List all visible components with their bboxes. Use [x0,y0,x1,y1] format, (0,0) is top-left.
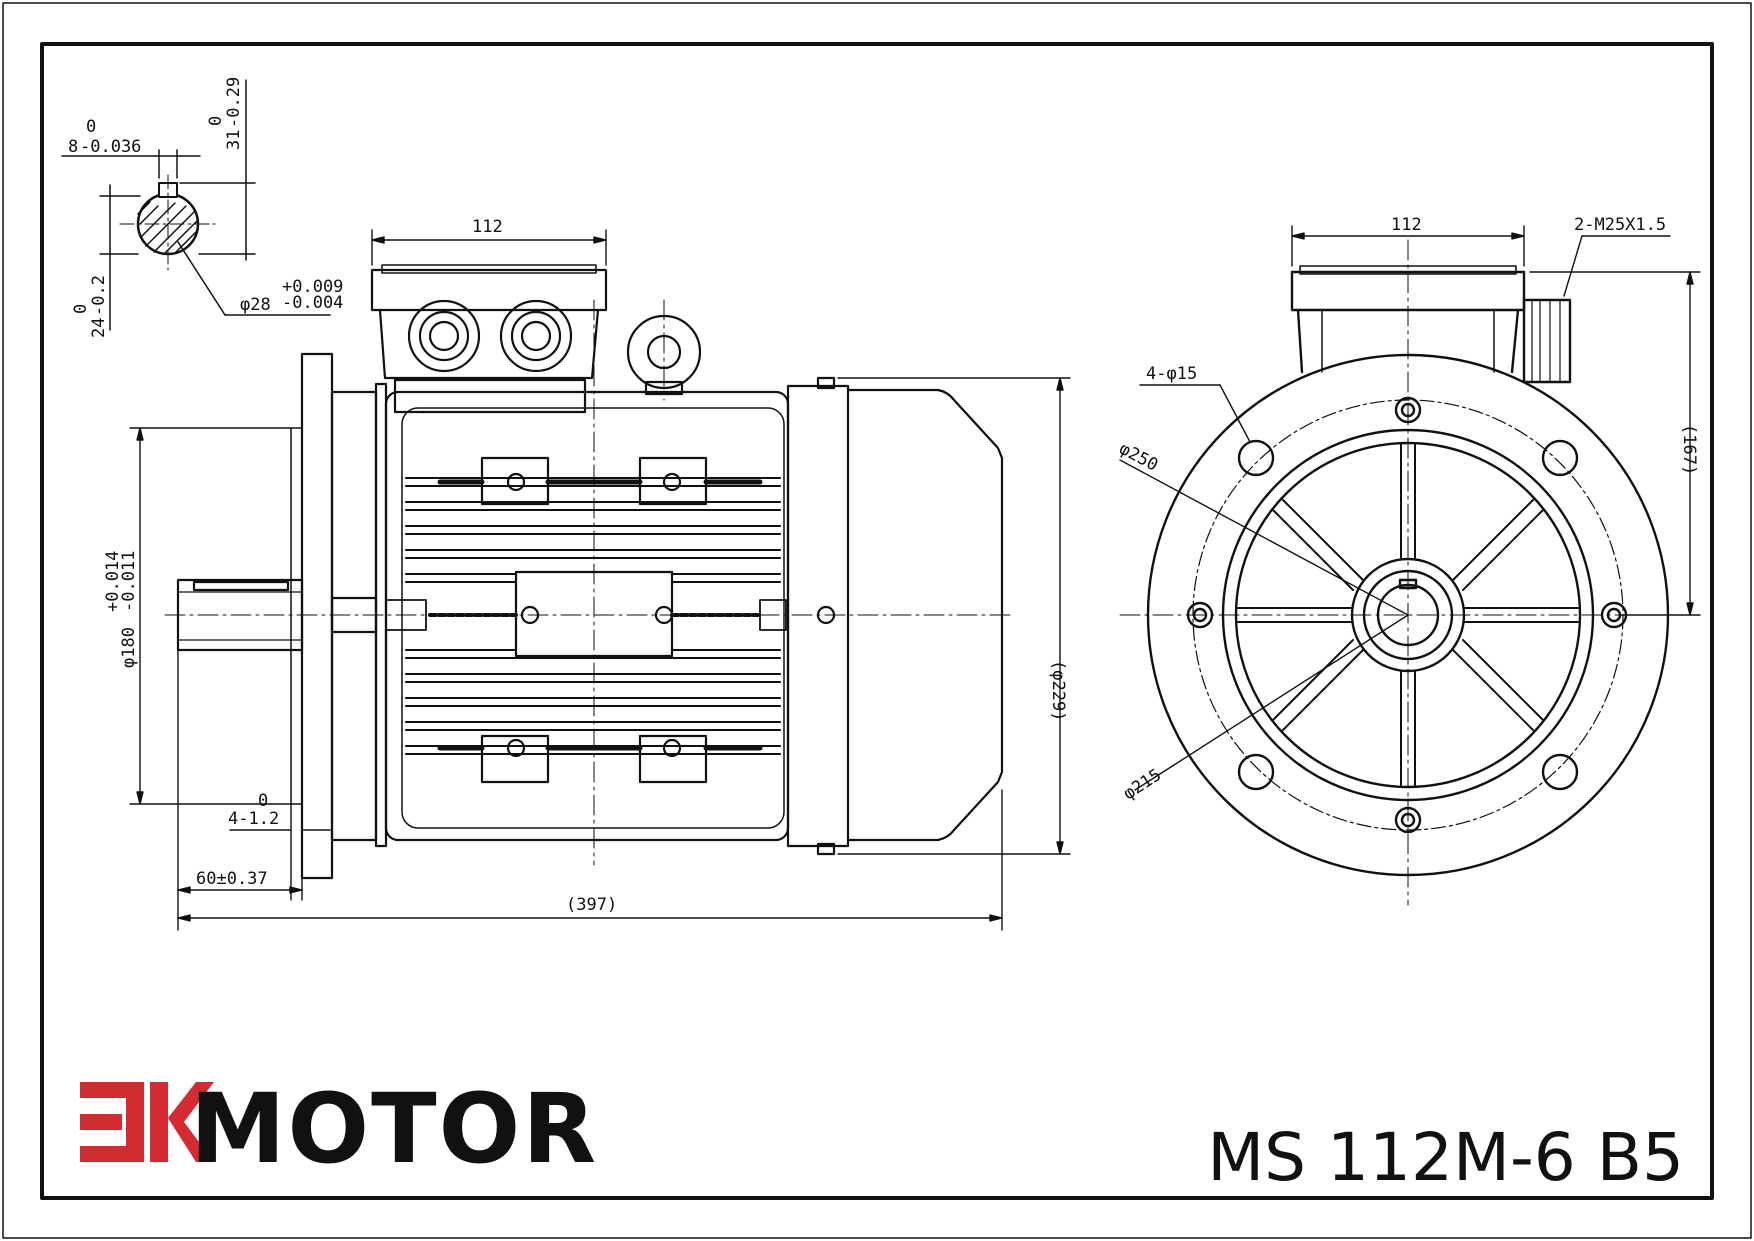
fan-spokes [1235,442,1581,788]
shaft-diameter-tol-upper: +0.009 [282,277,343,297]
model-designation: MS 112M-6 B5 [1207,1119,1684,1196]
ek-logo-mark [80,1082,214,1162]
flange [300,352,334,880]
side-terminal-box-width-label: 112 [472,217,503,237]
brand-logo: MOTOR [80,1073,598,1185]
shaft-depth-tol-upper: 0 [71,304,91,314]
shaft-diameter-tol-lower: -0.004 [282,293,343,313]
cable-gland-label: 2-M25X1.5 [1574,215,1666,235]
spigot-diameter-label: φ180 [119,627,139,668]
cooling-fins [405,477,781,755]
shaft-depth-tol-lower: -0.2 [89,275,109,316]
key-width-tol-upper: 0 [86,117,96,137]
front-terminal-box-width-label: 112 [1391,215,1422,235]
side-view-centerlines [164,299,1016,866]
mounting-holes-label: 4-φ15 [1146,364,1197,384]
shaft-diameter-label: φ28 [240,295,271,315]
key-width-label: 8 [68,137,78,157]
pcd-label: φ215 [1120,765,1165,804]
spigot-diameter-tol-upper: +0.014 [103,551,123,612]
spigot-depth-tol: 0 [258,791,268,811]
key-width-tol-lower: -0.036 [80,137,141,157]
key-height-tol-lower: -0.29 [224,77,244,128]
front-view-dimensions [1119,225,1701,791]
brand-name: MOTOR [190,1073,598,1185]
side-view-dimensions [129,229,1071,931]
total-length-label: (397) [566,895,617,915]
mounting-pads [437,456,763,784]
shaft-extension-label: 60±0.37 [196,869,268,889]
spigot-depth-label: 4-1.2 [228,809,279,829]
shaft-section-view [61,79,331,331]
front-view-centerlines [1119,239,1701,906]
terminal-box [370,264,608,414]
frame-diameter-label: (φ229) [1048,660,1068,721]
shaft-depth-label: 24 [89,318,109,338]
motor-side-view [176,264,1004,880]
key-height-label: 31 [224,130,244,150]
key-height-tol-upper: 0 [206,116,226,126]
height-label: (167) [1679,424,1699,475]
drawing-border [40,42,1714,1200]
cable-gland [1522,298,1572,384]
spigot-diameter-tol-lower: -0.011 [119,551,139,612]
